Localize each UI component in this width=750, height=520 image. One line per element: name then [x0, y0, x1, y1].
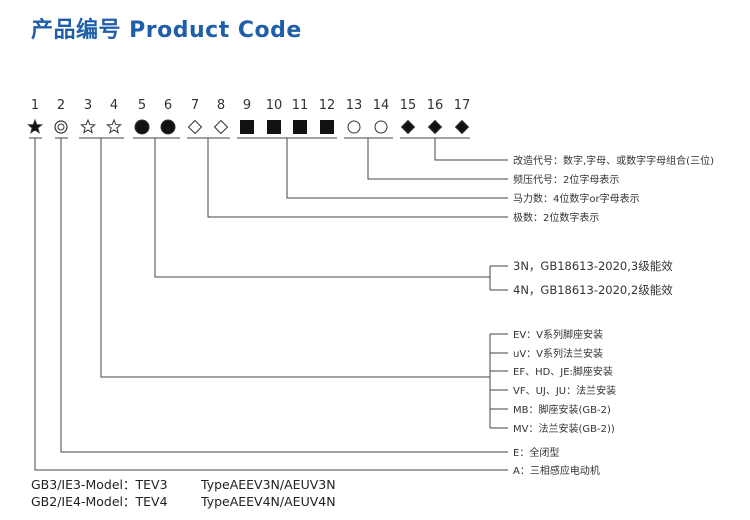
label-mounting-uv: uV：V系列法兰安装 [513, 347, 603, 360]
symbol-white-diamond-icon [213, 119, 229, 135]
label-poles: 极数：2位数字表示 [513, 211, 599, 224]
position-number-15: 15 [400, 98, 417, 113]
connector-efficiency [154, 138, 490, 278]
symbol-black-square-icon [267, 120, 281, 134]
connector-lines [29, 137, 508, 471]
page-title: 产品编号 Product Code [31, 18, 302, 43]
connector-frequency [367, 138, 508, 180]
symbol-white-diamond-icon [187, 119, 203, 135]
connector-enclosure [60, 138, 508, 453]
symbol-white-circle-icon [374, 120, 388, 134]
position-number-1: 1 [31, 98, 39, 113]
symbol-black-star-icon [27, 118, 43, 134]
position-number-9: 9 [243, 98, 251, 113]
label-mounting-mv: MV：法兰安装(GB-2)) [513, 422, 615, 435]
label-efficiency-4n: 4N，GB18613-2020,2级能效 [513, 283, 673, 297]
footer-type-2: TypeAEEV4N/AEUV4N [201, 494, 336, 509]
position-number-5: 5 [138, 98, 146, 113]
symbol-white-star-icon [80, 118, 96, 134]
position-number-12: 12 [319, 98, 336, 113]
label-mounting-ev: EV：V系列脚座安装 [513, 328, 603, 341]
symbol-double-circle-icon [54, 120, 68, 134]
position-number-8: 8 [217, 98, 225, 113]
footer-type-1: TypeAEEV3N/AEUV3N [201, 477, 336, 492]
symbol-white-circle-icon [347, 120, 361, 134]
symbol-white-star-icon [106, 118, 122, 134]
symbol-black-square-icon [240, 120, 254, 134]
symbol-black-circle-icon [160, 119, 176, 135]
label-mounting-ef: EF、HD、JE:脚座安装 [513, 365, 613, 378]
footer-line-1: GB3/IE3-Model：TEV3 TypeAEEV3N/AEUV3N [31, 474, 336, 493]
position-number-4: 4 [110, 98, 118, 113]
label-frequency: 频压代号：2位字母表示 [513, 173, 619, 186]
label-efficiency-3n: 3N，GB18613-2020,3级能效 [513, 259, 673, 273]
footer-line-2: GB2/IE4-Model：TEV4 TypeAEEV4N/AEUV4N [31, 491, 336, 510]
position-number-3: 3 [84, 98, 92, 113]
position-number-11: 11 [292, 98, 309, 113]
position-number-17: 17 [454, 98, 471, 113]
position-symbols [27, 118, 470, 135]
connector-modification [434, 138, 508, 161]
label-motor-type: A：三相感应电动机 [513, 464, 600, 477]
position-number-7: 7 [191, 98, 199, 113]
label-mounting-mb: MB：脚座安装(GB-2) [513, 403, 611, 416]
symbol-black-circle-icon [134, 119, 150, 135]
position-number-2: 2 [57, 98, 65, 113]
symbol-black-diamond-icon [427, 119, 443, 135]
position-number-10: 10 [266, 98, 283, 113]
position-number-13: 13 [346, 98, 363, 113]
footer-model-2: GB2/IE4-Model：TEV4 [31, 494, 168, 509]
position-number-16: 16 [427, 98, 444, 113]
label-mounting-vf: VF、UJ、JU：法兰安装 [513, 384, 616, 397]
connector-horsepower [286, 138, 508, 199]
footer-model-1: GB3/IE3-Model：TEV3 [31, 477, 168, 492]
position-number-6: 6 [164, 98, 172, 113]
symbol-black-square-icon [293, 120, 307, 134]
connector-mounting [100, 138, 490, 378]
connector-poles [207, 138, 508, 218]
symbol-black-diamond-icon [454, 119, 470, 135]
symbol-black-diamond-icon [400, 119, 416, 135]
label-modification: 改造代号：数字,字母、或数字字母组合(三位) [513, 154, 714, 167]
position-number-14: 14 [373, 98, 390, 113]
label-horsepower: 马力数：4位数字or字母表示 [513, 192, 640, 205]
connector-motor-type [34, 138, 508, 471]
label-enclosure: E：全闭型 [513, 446, 559, 459]
symbol-black-square-icon [320, 120, 334, 134]
